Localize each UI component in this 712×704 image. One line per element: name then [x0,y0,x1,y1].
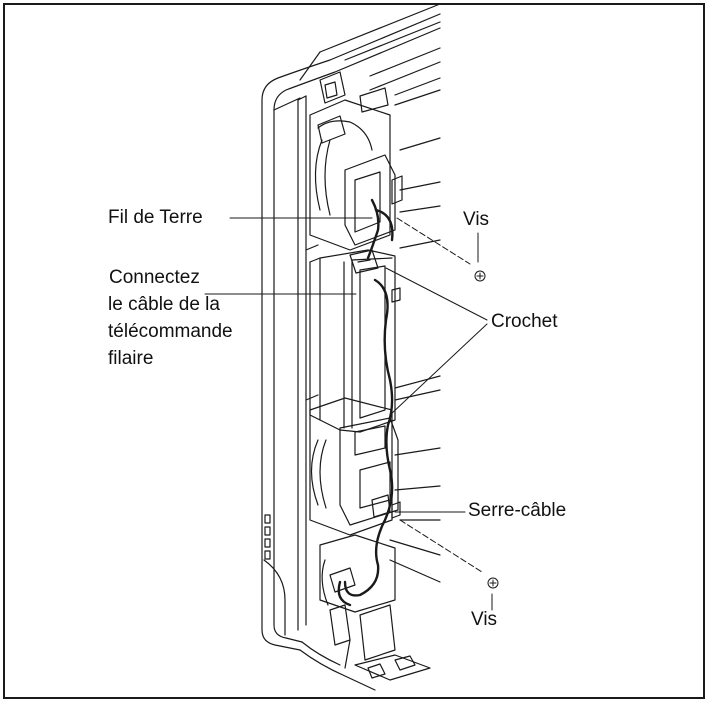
drain-section [319,534,431,681]
upper-fan-housing [309,71,403,251]
bottom-screw [399,519,499,589]
leader-lines [204,217,493,611]
hook-label: Crochet [491,311,558,332]
unit-casing [261,3,441,691]
connect-label-line1: Connectez [109,267,200,288]
top-screw-label: Vis [463,209,490,230]
wiring-cable [337,198,394,607]
cable-clamp-label: Serre-câble [468,500,567,521]
ground-wire-label: Fil de Terre [108,207,203,228]
connect-label-line2: le câble de la [108,294,220,315]
connect-label-line4: filaire [108,348,154,369]
side-wall [297,95,319,631]
lower-fan-housing [309,397,401,536]
bottom-screw-label: Vis [471,609,498,630]
top-screw [396,217,486,282]
diagram-frame [3,3,705,699]
control-box [309,249,401,433]
connect-label-line3: télécommande [108,321,233,342]
